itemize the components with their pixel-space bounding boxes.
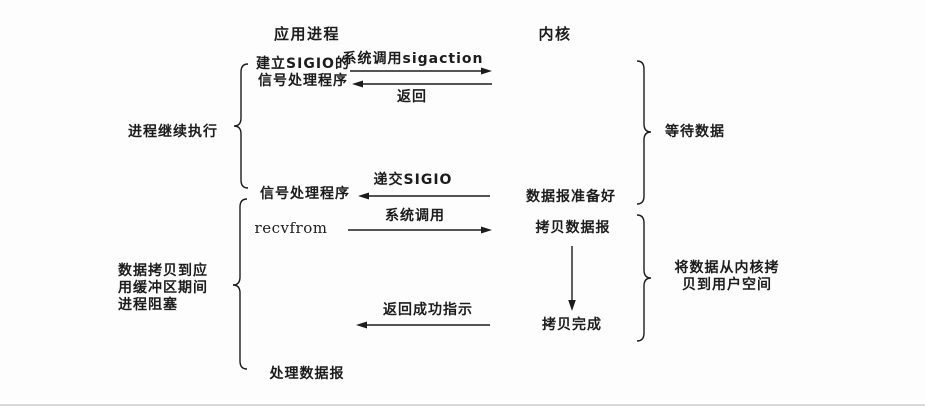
label-recvfrom: recvfrom	[254, 219, 328, 237]
label-setup-sigio-handler: 建立SIGIO的 信号处理程序	[256, 56, 350, 90]
label-copy-complete: 拷贝完成	[542, 317, 602, 333]
label-signal-handler: 信号处理程序	[260, 186, 350, 202]
label-copy-kernel-to-user-line2: 贝到用户空间	[682, 277, 772, 293]
label-process-blocked-line3: 进程阻塞	[118, 297, 178, 313]
arrowhead-return-success	[356, 321, 367, 329]
label-copy-datagram: 拷贝数据报	[535, 220, 611, 236]
header-application-process: 应用进程	[273, 25, 341, 43]
label-process-blocked-line1: 数据拷贝到应	[118, 263, 208, 279]
label-setup-sigio-handler-line1: 建立SIGIO的	[256, 56, 350, 72]
label-setup-sigio-handler-line2: 信号处理程序	[258, 73, 348, 89]
header-kernel: 内核	[538, 25, 572, 43]
label-copy-kernel-to-user: 将数据从内核拷 贝到用户空间	[675, 260, 780, 294]
label-datagram-ready: 数据报准备好	[526, 189, 616, 205]
brace-wait-data	[636, 60, 652, 205]
brace-process-blocked	[232, 198, 248, 370]
arrowhead-sigaction-call	[481, 67, 492, 75]
label-syscall: 系统调用	[385, 208, 445, 224]
label-return: 返回	[397, 89, 427, 105]
label-return-success: 返回成功指示	[383, 302, 473, 318]
arrowhead-recvfrom-call	[481, 226, 492, 234]
label-process-blocked-line2: 用缓冲区期间	[118, 280, 208, 296]
arrowhead-copy-down	[568, 300, 576, 311]
brace-copy-kernel-user	[636, 214, 652, 342]
label-process-datagram: 处理数据报	[269, 366, 345, 382]
page-edge-line	[0, 404, 925, 406]
arrowhead-sigaction-return	[352, 80, 363, 88]
label-process-blocked: 数据拷贝到应 用缓冲区期间 进程阻塞	[118, 263, 208, 314]
label-copy-kernel-to-user-line1: 将数据从内核拷	[674, 260, 780, 276]
arrowhead-deliver-sigio	[358, 192, 369, 200]
brace-process-continues	[233, 63, 249, 189]
label-process-continues: 进程继续执行	[128, 124, 218, 140]
label-syscall-sigaction: 系统调用sigaction	[342, 51, 484, 67]
label-wait-data: 等待数据	[665, 124, 725, 140]
label-deliver-sigio: 递交SIGIO	[373, 172, 453, 188]
